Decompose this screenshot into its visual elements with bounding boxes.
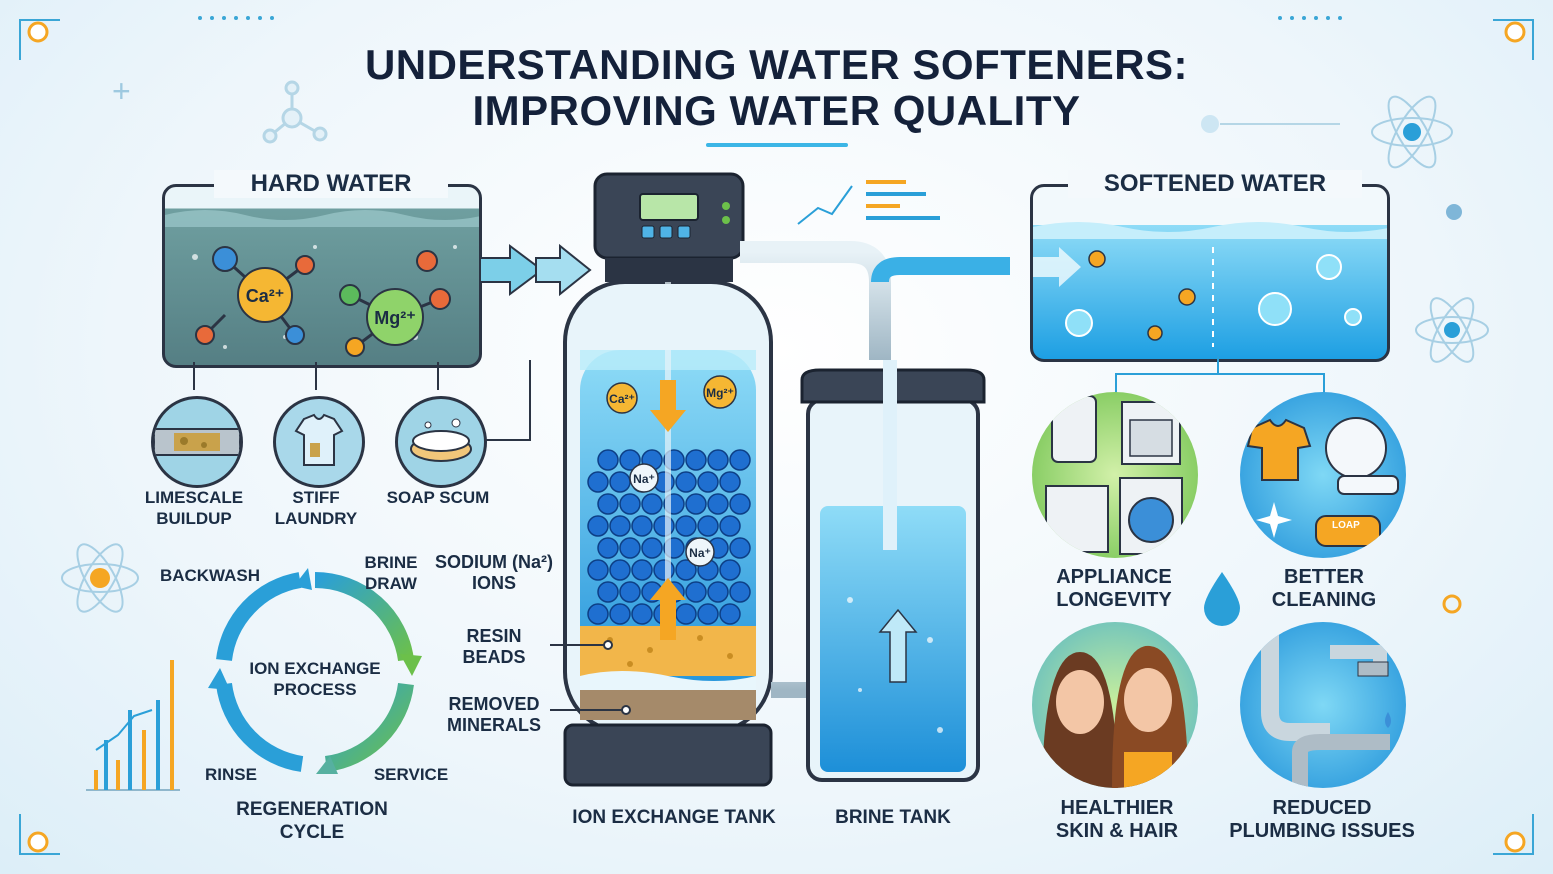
page-title-line1: UNDERSTANDING WATER SOFTENERS: bbox=[364, 41, 1189, 88]
stiff-laundry-label: STIFF LAUNDRY bbox=[274, 488, 358, 528]
limescale-circle bbox=[151, 396, 243, 488]
brine-tank-label: BRINE TANK bbox=[835, 807, 951, 828]
calcium-ion-icon bbox=[237, 267, 293, 323]
cycle-step-brine-draw: BRINE DRAW bbox=[364, 553, 418, 593]
atom-icon-left bbox=[61, 543, 139, 613]
appliances-icon bbox=[1045, 395, 1183, 555]
soap-bar-text: LOAP bbox=[1332, 520, 1360, 531]
tank-na-tag-2: Na⁺ bbox=[689, 546, 711, 560]
cycle-step-backwash: BACKWASH bbox=[159, 566, 261, 585]
cycle-step-rinse: RINSE bbox=[205, 765, 257, 784]
softener-system-illustration: Ca²⁺ Mg²⁺ Na⁺ Na⁺ bbox=[550, 172, 1010, 787]
softened-water-panel bbox=[1030, 184, 1390, 362]
molecule-decoration-left bbox=[262, 80, 328, 144]
water-drop-icon bbox=[1204, 572, 1240, 626]
cycle-step-service: SERVICE bbox=[373, 765, 449, 784]
limescale-label: LIMESCALE BUILDUP bbox=[144, 488, 244, 528]
appliance-longevity-label: APPLIANCE LONGEVITY bbox=[1056, 566, 1172, 611]
magnesium-ion-icon bbox=[366, 288, 424, 346]
control-display bbox=[639, 193, 699, 221]
magnesium-ion-label: Mg²⁺ bbox=[374, 308, 415, 328]
hard-water-illustration: Ca²⁺ Mg²⁺ bbox=[165, 210, 479, 357]
softened-water-illustration bbox=[1033, 222, 1387, 347]
people-icon bbox=[1042, 645, 1188, 788]
soap-scum-circle bbox=[395, 396, 487, 488]
soap-icon bbox=[410, 418, 472, 462]
cycle-center-label: ION EXCHANGE PROCESS bbox=[249, 659, 381, 699]
appliance-longevity-circle bbox=[1032, 392, 1198, 558]
reduced-plumbing-label: REDUCED PLUMBING ISSUES bbox=[1229, 797, 1415, 842]
ion-exchange-tank-label: ION EXCHANGE TANK bbox=[572, 807, 776, 828]
atom-icon-right-top bbox=[1371, 95, 1453, 169]
soap-scum-label: SOAP SCUM bbox=[386, 488, 490, 507]
sodium-ions-callout: SODIUM (Na²) IONS bbox=[435, 552, 553, 593]
hard-water-panel: Ca²⁺ Mg²⁺ bbox=[162, 184, 482, 368]
stiff-laundry-circle bbox=[273, 396, 365, 488]
bar-chart-decoration bbox=[86, 660, 180, 791]
atom-icon-right-mid bbox=[1415, 297, 1489, 363]
hard-water-label: HARD WATER bbox=[214, 170, 448, 198]
regeneration-cycle-title: REGENERATION CYCLE bbox=[236, 799, 388, 843]
healthier-skin-hair-circle bbox=[1032, 622, 1198, 788]
better-cleaning-label: BETTER CLEANING bbox=[1271, 566, 1377, 611]
tank-base bbox=[563, 723, 773, 787]
shirt-icon bbox=[294, 413, 344, 466]
benefit-connectors bbox=[1115, 356, 1325, 394]
regeneration-cycle-diagram bbox=[208, 568, 422, 774]
plumbing-icon bbox=[1261, 622, 1391, 788]
reduced-plumbing-circle bbox=[1240, 622, 1406, 788]
flow-arrows bbox=[479, 243, 592, 297]
clean-laundry-icon: LOAP bbox=[1246, 417, 1399, 547]
healthier-skin-hair-label: HEALTHIER SKIN & HAIR bbox=[1055, 797, 1179, 842]
calcium-ion-label: Ca²⁺ bbox=[246, 286, 285, 306]
pipe-scale-icon bbox=[154, 428, 240, 456]
softened-water-label: SOFTENED WATER bbox=[1068, 170, 1362, 198]
title-underline bbox=[706, 143, 848, 147]
trend-line-decoration bbox=[95, 709, 153, 751]
tank-na-tag-1: Na⁺ bbox=[633, 472, 655, 486]
page-title-line2: IMPROVING WATER QUALITY bbox=[472, 87, 1081, 134]
tank-mg-tag: Mg²⁺ bbox=[706, 386, 734, 400]
tank-ca-tag: Ca²⁺ bbox=[609, 392, 635, 406]
svg-text:+: + bbox=[112, 73, 131, 109]
better-cleaning-circle: LOAP bbox=[1240, 392, 1406, 558]
problem-connectors bbox=[193, 360, 531, 441]
resin-beads-callout: RESIN BEADS bbox=[462, 626, 526, 667]
removed-minerals-callout: REMOVED MINERALS bbox=[447, 694, 541, 735]
